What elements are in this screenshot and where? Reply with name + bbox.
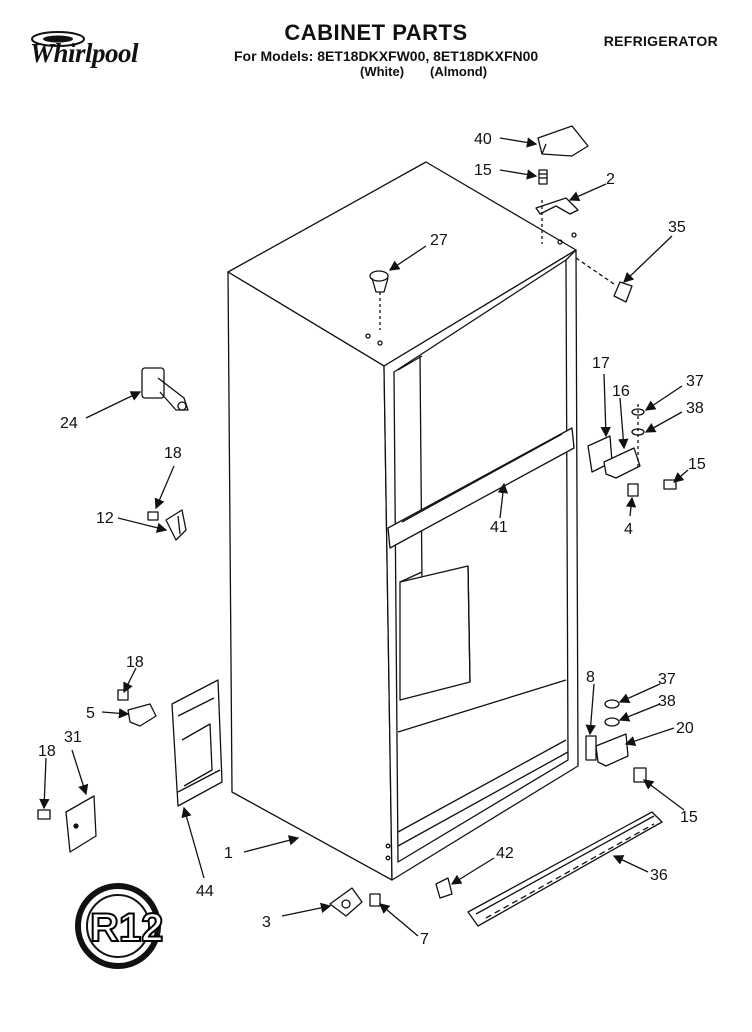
callout-41: 41: [490, 519, 508, 536]
hinge-trim-clip: [575, 257, 633, 303]
callout-37-lower: 37: [658, 671, 676, 688]
callout-15-lower: 15: [680, 809, 698, 826]
callout-37-upper: 37: [686, 373, 704, 390]
variant-almond-label: (Almond): [430, 64, 488, 79]
bottom-hinge-assembly: [585, 699, 647, 783]
callout-4: 4: [624, 521, 633, 538]
callout-numbers: 40 15 2 27 35 24 18 12 17 16 37 38 15 4 …: [38, 131, 706, 948]
top-hinge-screw: [538, 169, 548, 185]
callout-38-upper: 38: [686, 400, 704, 417]
grille-clip: [435, 877, 453, 899]
whirlpool-logo: Whirlpool: [20, 30, 160, 74]
whirlpool-emblem-icon: [31, 31, 85, 47]
callout-2: 2: [606, 171, 615, 188]
divider-crossbar: [387, 427, 575, 549]
callout-36: 36: [650, 867, 668, 884]
callout-18-upper: 18: [164, 445, 182, 462]
callout-20: 20: [676, 720, 694, 737]
hole-plug: [369, 270, 389, 330]
callout-8: 8: [586, 669, 595, 686]
callout-17: 17: [592, 355, 610, 372]
brand-name: Whirlpool: [30, 38, 139, 68]
variant-white-label: (White): [360, 64, 405, 79]
callout-15-top: 15: [474, 162, 492, 179]
leader-lines: [39, 137, 689, 937]
callout-31: 31: [64, 729, 82, 746]
lower-left-hinge-pin: [117, 689, 157, 727]
callout-42: 42: [496, 845, 514, 862]
cabinet-shell: [227, 161, 579, 881]
callout-12: 12: [96, 510, 114, 527]
callout-18-mid: 18: [126, 654, 144, 671]
callout-40: 40: [474, 131, 492, 148]
callout-38-lower: 38: [658, 693, 676, 710]
category-label: REFRIGERATOR: [603, 33, 718, 49]
r12-refrigerant-badge-icon: R12: [75, 883, 164, 969]
upper-left-bracket: [147, 509, 187, 541]
model-list: For Models: 8ET18DKXFW00, 8ET18DKXFN00: [234, 48, 539, 64]
left-hinge-cover: [37, 795, 97, 853]
r12-badge-text: R12: [90, 906, 163, 950]
leveling-bracket: [141, 367, 189, 411]
callout-7: 7: [420, 931, 429, 948]
top-hinge: [535, 197, 579, 244]
callout-5: 5: [86, 705, 95, 722]
callout-44: 44: [196, 883, 214, 900]
page-title: CABINET PARTS: [284, 20, 468, 45]
toe-grille: [467, 811, 663, 927]
callout-35: 35: [668, 219, 686, 236]
center-hinge-assembly: [587, 404, 677, 497]
callout-18-lower: 18: [38, 743, 56, 760]
callout-15-mid: 15: [688, 456, 706, 473]
callout-3: 3: [262, 914, 271, 931]
callout-24: 24: [60, 415, 78, 432]
callout-27: 27: [430, 232, 448, 249]
lower-side-bracket: [171, 679, 223, 807]
top-hinge-cover: [537, 125, 589, 157]
roller-assembly: [329, 887, 381, 917]
callout-16: 16: [612, 383, 630, 400]
callout-1: 1: [224, 845, 233, 862]
